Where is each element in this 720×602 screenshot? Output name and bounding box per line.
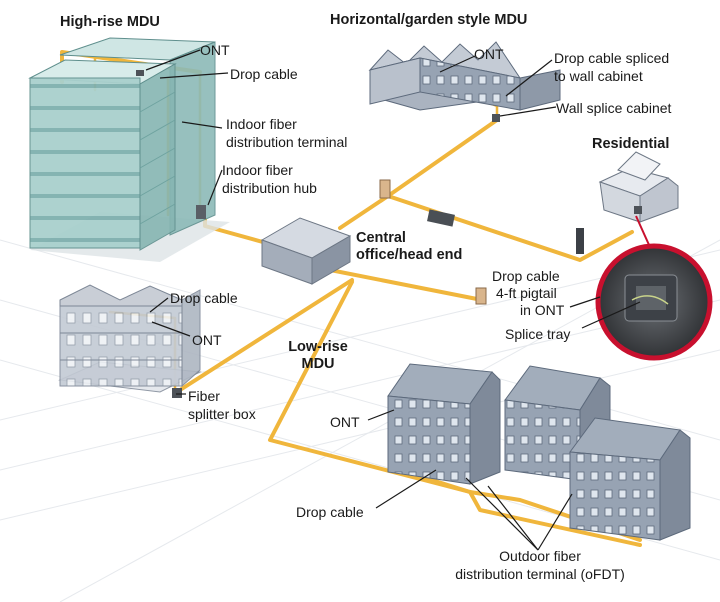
label-spliced-line1: Drop cable spliced	[554, 50, 670, 66]
splice-pedestals	[379, 179, 584, 305]
central-office-building	[260, 217, 352, 285]
label-low-rise-drop-cable: Drop cable	[170, 290, 238, 306]
label-indoor-terminal-line1: Indoor fiber	[226, 116, 297, 132]
label-wall-splice-cabinet: Wall splice cabinet	[556, 100, 672, 116]
heading-central-office-line2: office/head end	[356, 247, 463, 263]
label-low-rise-ont: ONT	[192, 332, 222, 348]
garden-mdu-building	[368, 41, 561, 122]
label-indoor-hub-line2: distribution hub	[222, 180, 317, 196]
label-apartment-drop-cable: Drop cable	[296, 504, 364, 520]
heading-garden-mdu: Horizontal/garden style MDU	[330, 12, 528, 28]
label-splice-tray: Splice tray	[505, 326, 571, 342]
heading-low-rise-line2: MDU	[301, 356, 335, 372]
high-rise-mdu-building	[28, 37, 230, 262]
label-splitter-line2: splitter box	[188, 406, 256, 422]
label-garden-ont: ONT	[474, 46, 504, 62]
label-res-drop-line1: Drop cable	[492, 268, 560, 284]
label-indoor-terminal-line2: distribution terminal	[226, 134, 348, 150]
label-ofdt-line2: distribution terminal (oFDT)	[455, 566, 625, 582]
label-spliced-line2: to wall cabinet	[554, 68, 643, 84]
label-indoor-hub-line1: Indoor fiber	[222, 162, 293, 178]
ont-closeup-callout	[595, 215, 713, 361]
heading-low-rise-line1: Low-rise	[288, 339, 348, 355]
low-rise-mdu-building	[58, 284, 202, 398]
label-high-rise-ont: ONT	[200, 42, 230, 58]
label-apartment-ont: ONT	[330, 414, 360, 430]
heading-central-office-line1: Central	[356, 230, 406, 246]
label-res-drop-line3: in ONT	[520, 302, 565, 318]
label-high-rise-drop-cable: Drop cable	[230, 66, 298, 82]
heading-high-rise-mdu: High-rise MDU	[60, 14, 160, 30]
residential-house	[598, 151, 679, 223]
label-ofdt-line1: Outdoor fiber	[499, 548, 581, 564]
heading-residential: Residential	[592, 136, 670, 152]
label-res-drop-line2: 4-ft pigtail	[496, 285, 557, 301]
label-splitter-line1: Fiber	[188, 388, 220, 404]
leader-lines	[145, 49, 641, 551]
apartment-blocks	[387, 363, 691, 541]
